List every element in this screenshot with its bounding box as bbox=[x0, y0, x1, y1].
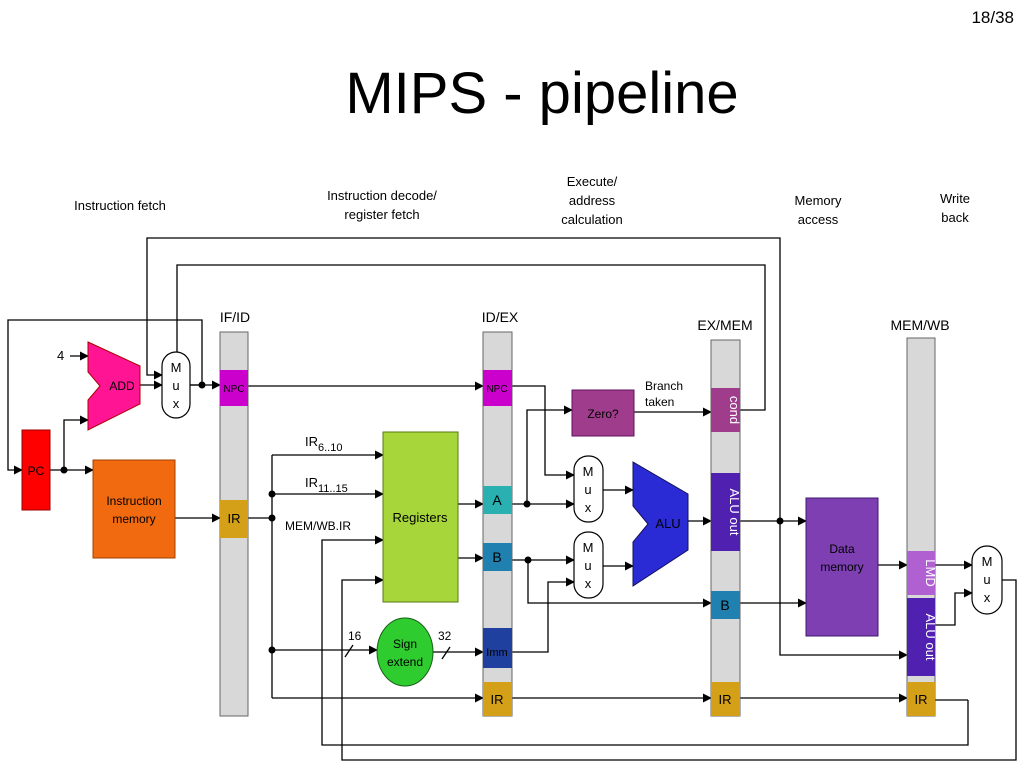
writeback-mux-x: x bbox=[984, 590, 991, 605]
id-ex-ir-field bbox=[483, 682, 512, 716]
alu-mux-top-m: M bbox=[583, 464, 594, 479]
ex-mem-b-field bbox=[711, 591, 740, 619]
id-ex-npc-field bbox=[483, 370, 512, 406]
if-id-label: IF/ID bbox=[220, 309, 250, 325]
stage-memory-label-2: access bbox=[798, 212, 839, 227]
zero-test-unit bbox=[571, 389, 635, 437]
sign-extend-label-2: extend bbox=[387, 655, 423, 669]
id-ex-imm-field bbox=[483, 628, 512, 668]
instruction-memory-label-1: Instruction bbox=[106, 494, 161, 508]
instruction-memory bbox=[92, 459, 176, 559]
instruction-memory-label-2: memory bbox=[112, 512, 155, 526]
sign-extend-label-1: Sign bbox=[393, 637, 417, 651]
alu-label: ALU bbox=[655, 516, 680, 531]
ex-mem-ir-field bbox=[711, 682, 740, 716]
id-ex-npc-label: NPC bbox=[486, 384, 507, 395]
data-memory-label-1: Data bbox=[829, 542, 855, 556]
stage-writeback-label-1: Write bbox=[940, 191, 970, 206]
alu-mux-top-u: u bbox=[584, 482, 591, 497]
stage-execute-label-2: address bbox=[569, 193, 616, 208]
alu-mux-bottom-x: x bbox=[585, 576, 592, 591]
pc-mux bbox=[161, 351, 191, 419]
pc-mux-x: x bbox=[173, 396, 180, 411]
writeback-mux-u: u bbox=[983, 572, 990, 587]
if-id-npc-field bbox=[220, 370, 248, 406]
slide-title: MIPS - pipeline bbox=[345, 61, 739, 126]
stage-decode-label-2: register fetch bbox=[344, 207, 419, 222]
ex-mem-cond-field bbox=[711, 388, 740, 432]
memwb-ir-label: MEM/WB.IR bbox=[285, 519, 351, 533]
alu-mux-top-x: x bbox=[585, 500, 592, 515]
pc-label: PC bbox=[28, 464, 45, 478]
pc-register bbox=[21, 429, 51, 511]
if-id-npc-label: NPC bbox=[223, 384, 244, 395]
alu-unit bbox=[632, 461, 689, 587]
pc-mux-m: M bbox=[171, 360, 182, 375]
alu-mux-bottom bbox=[573, 531, 604, 599]
taken-label: taken bbox=[645, 395, 674, 409]
id-ex-label: ID/EX bbox=[482, 309, 519, 325]
mem-wb-ir-field bbox=[907, 682, 935, 716]
stage-fetch-label: Instruction fetch bbox=[74, 198, 166, 213]
ex-mem-cond-label: cond bbox=[727, 396, 742, 424]
adder-unit bbox=[87, 341, 141, 431]
zero-test-label: Zero? bbox=[587, 407, 619, 421]
bits-32-label: 32 bbox=[438, 629, 452, 643]
ir-11-15-label: IR11..15 bbox=[305, 475, 348, 495]
id-ex-ir-label: IR bbox=[491, 692, 504, 707]
mem-wb-alu-out-field bbox=[907, 598, 935, 676]
data-memory-label-2: memory bbox=[820, 560, 863, 574]
id-ex-a-field bbox=[483, 486, 512, 514]
page-number: 18/38 bbox=[971, 8, 1014, 27]
stage-decode-label-1: Instruction decode/ bbox=[327, 188, 437, 203]
id-ex-imm-label: Imm bbox=[486, 647, 507, 659]
if-id-ir-field bbox=[220, 500, 248, 538]
ir-6-10-label: IR6..10 bbox=[305, 434, 342, 454]
mem-wb-label: MEM/WB bbox=[890, 317, 949, 333]
stage-memory-label-1: Memory bbox=[795, 193, 842, 208]
alu-mux-top bbox=[573, 455, 604, 523]
adder-label: ADD bbox=[109, 379, 135, 393]
writeback-mux bbox=[971, 545, 1003, 615]
data-memory bbox=[805, 497, 879, 637]
writeback-mux-m: M bbox=[982, 554, 993, 569]
ex-mem-ir-label: IR bbox=[719, 692, 732, 707]
id-ex-b-field bbox=[483, 543, 512, 571]
mem-wb-lmd-label: LMD bbox=[923, 559, 938, 586]
mem-wb-alu-out-label: ALU out bbox=[923, 614, 938, 661]
ex-mem-label: EX/MEM bbox=[697, 317, 752, 333]
ex-mem-alu-out-field bbox=[711, 473, 740, 551]
bits-16-label: 16 bbox=[348, 629, 362, 643]
stage-execute-label-3: calculation bbox=[561, 212, 622, 227]
if-id-ir-label: IR bbox=[228, 511, 241, 526]
stage-writeback-label-2: back bbox=[941, 210, 969, 225]
register-file bbox=[382, 431, 459, 603]
pc-mux-u: u bbox=[172, 378, 179, 393]
stage-execute-label-1: Execute/ bbox=[567, 174, 618, 189]
const-four-label: 4 bbox=[57, 348, 64, 363]
id-ex-a-label: A bbox=[492, 492, 502, 508]
ex-mem-alu-out-label: ALU out bbox=[727, 489, 742, 536]
alu-mux-bottom-m: M bbox=[583, 540, 594, 555]
alu-mux-bottom-u: u bbox=[584, 558, 591, 573]
ex-mem-b-label: B bbox=[720, 597, 729, 613]
sign-extend-unit bbox=[376, 617, 434, 687]
branch-label: Branch bbox=[645, 379, 683, 393]
mem-wb-ir-label: IR bbox=[915, 692, 928, 707]
register-file-label: Registers bbox=[393, 510, 448, 525]
id-ex-b-label: B bbox=[492, 549, 501, 565]
mem-wb-lmd-field bbox=[907, 551, 935, 595]
